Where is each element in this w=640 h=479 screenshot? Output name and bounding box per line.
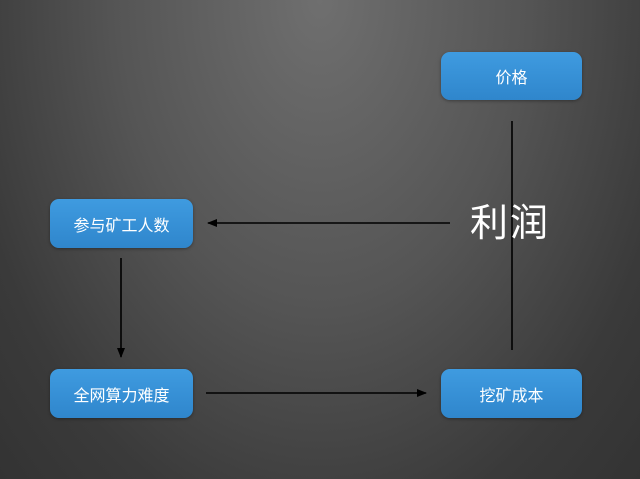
node-miners: 参与矿工人数 bbox=[50, 199, 193, 248]
node-miners-label: 参与矿工人数 bbox=[73, 215, 170, 235]
node-cost: 挖矿成本 bbox=[441, 369, 582, 418]
edge-label-profit: 利润 bbox=[470, 201, 551, 245]
node-price-label: 价格 bbox=[495, 68, 528, 87]
node-cost-label: 挖矿成本 bbox=[479, 385, 544, 405]
node-difficulty: 全网算力难度 bbox=[50, 369, 193, 418]
node-price: 价格 bbox=[441, 52, 582, 100]
node-difficulty-label: 全网算力难度 bbox=[73, 385, 170, 405]
